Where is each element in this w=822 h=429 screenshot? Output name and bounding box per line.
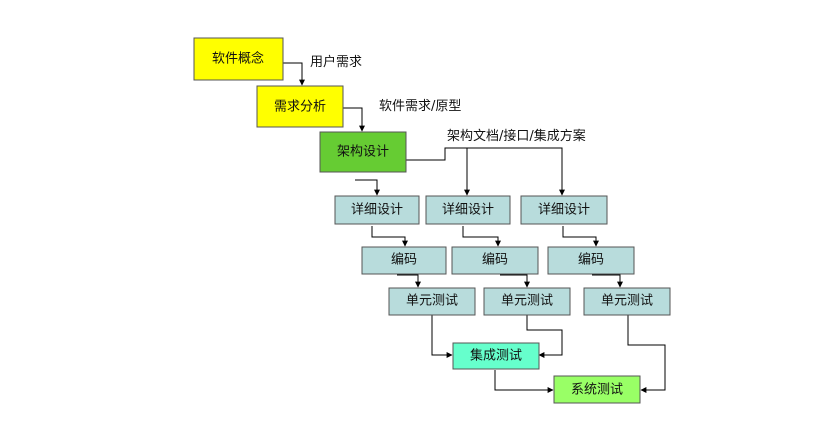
node-detail-2-label: 详细设计 [442, 203, 494, 218]
node-detail-3: 详细设计 [520, 195, 608, 225]
node-detail-2-box [425, 195, 511, 225]
edge-arch-detail1 [355, 179, 380, 196]
node-code-1-label: 编码 [391, 253, 417, 268]
edge-detail1-code1 [371, 226, 408, 247]
node-unit-3-box [583, 287, 671, 316]
edge-integration-system [494, 370, 554, 393]
node-analysis-box [256, 85, 344, 128]
node-detail-1-box [334, 195, 420, 225]
edge-analysis-arch [343, 107, 365, 132]
node-detail-3-box [520, 195, 608, 225]
node-code-2-label: 编码 [482, 253, 508, 268]
node-unit-1-label: 单元测试 [406, 294, 458, 309]
node-code-2: 编码 [451, 246, 539, 275]
node-detail-1-label: 详细设计 [351, 203, 403, 218]
node-detail-2: 详细设计 [425, 195, 511, 225]
node-concept-label: 软件概念 [212, 51, 264, 67]
node-analysis: 需求分析 [256, 85, 344, 128]
node-system-box [553, 375, 641, 404]
node-unit-2: 单元测试 [483, 287, 571, 316]
node-code-3: 编码 [547, 246, 635, 275]
node-system: 系统测试 [553, 375, 641, 404]
node-concept-box [193, 37, 284, 81]
label-architecture-docs: 架构文档/接口/集成方案 [447, 128, 586, 144]
node-unit-1: 单元测试 [388, 287, 476, 316]
node-arch: 架构设计 [319, 131, 407, 173]
node-unit-1-box [388, 287, 476, 316]
edge-unit1-integration [431, 315, 453, 358]
node-code-1-box [361, 246, 447, 275]
label-user-requirements: 用户需求 [310, 54, 362, 70]
node-integration-box [452, 342, 540, 370]
node-concept: 软件概念 [193, 37, 284, 81]
node-unit-3: 单元测试 [583, 287, 671, 316]
node-unit-3-label: 单元测试 [601, 294, 653, 309]
edge-code2-unit2 [500, 274, 530, 288]
edge-unit2-integration [526, 315, 563, 358]
node-arch-box [319, 131, 407, 173]
node-arch-label: 架构设计 [337, 145, 389, 160]
node-detail-3-label: 详细设计 [538, 203, 590, 218]
node-unit-2-label: 单元测试 [501, 294, 553, 309]
edge-code1-unit1 [397, 274, 421, 288]
node-code-1: 编码 [361, 246, 447, 275]
edges [283, 62, 666, 393]
edge-concept-analysis [283, 62, 305, 86]
edge-code3-unit3 [592, 274, 623, 288]
node-code-3-label: 编码 [578, 253, 604, 268]
node-code-2-box [451, 246, 539, 275]
node-detail-1: 详细设计 [334, 195, 420, 225]
edge-detail3-code3 [562, 226, 599, 247]
node-integration-label: 集成测试 [470, 348, 522, 364]
node-integration: 集成测试 [452, 342, 540, 370]
node-system-label: 系统测试 [571, 383, 623, 398]
edge-detail2-code2 [462, 226, 501, 247]
node-analysis-label: 需求分析 [274, 100, 326, 115]
node-code-3-box [547, 246, 635, 275]
label-software-requirements: 软件需求/原型 [379, 99, 461, 114]
node-unit-2-box [483, 287, 571, 316]
edge-unit3-system [627, 315, 666, 393]
